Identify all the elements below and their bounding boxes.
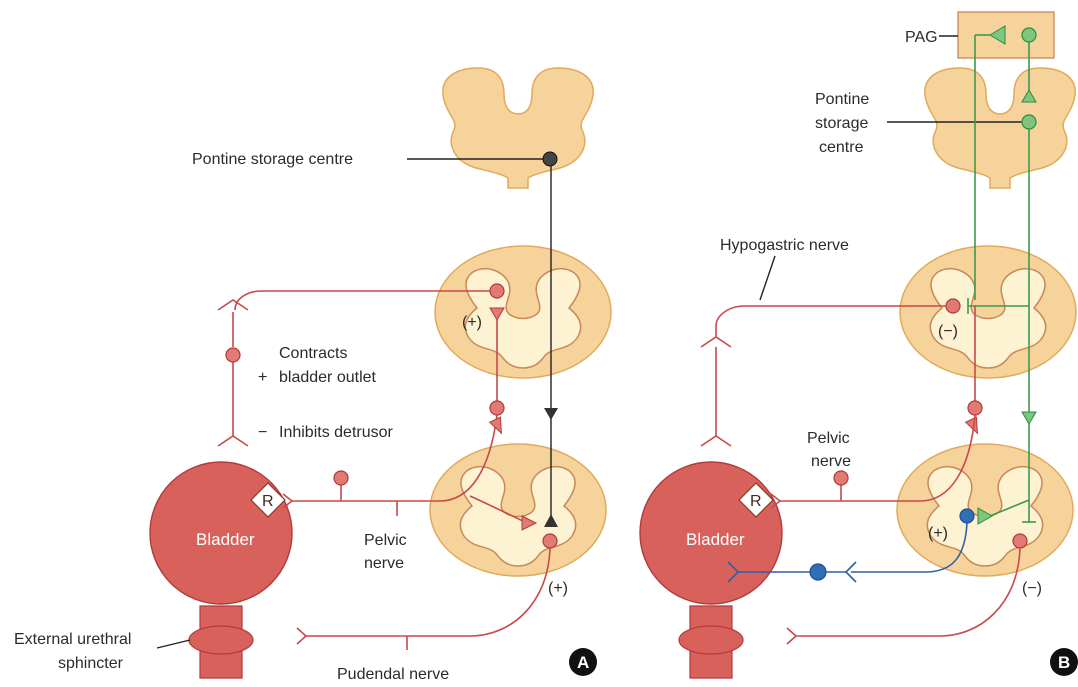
pontine-label2-b: storage (815, 115, 868, 132)
hypogastric-leader-b (760, 256, 775, 300)
receptor-label-b: R (750, 493, 762, 510)
ganglion-neuron-b (968, 401, 982, 415)
spinal-section-lower-b (897, 444, 1073, 576)
hypogastric-terminal-a (218, 300, 248, 310)
external-sphincter-b (679, 626, 743, 654)
legend-plus-text2-a: bladder outlet (279, 369, 377, 386)
sympathetic-neuron-b (946, 299, 960, 313)
spinal-section-lower-a (430, 444, 606, 576)
sympathetic-neuron-a (490, 284, 504, 298)
pontine-label3-b: centre (819, 139, 864, 156)
descending-arrow-b (1022, 412, 1036, 424)
pontine-storage-label-a: Pontine storage centre (192, 151, 353, 168)
pelvic-soma-b (834, 471, 848, 485)
descending-arrow-a (544, 408, 558, 420)
pudendal-terminal-b (787, 628, 796, 644)
hypogastric-terminal-b (701, 337, 731, 347)
pelvic-label1-b: Pelvic (807, 430, 850, 447)
pudendal-label-a: Pudendal nerve (337, 666, 449, 683)
minus-lower-b: (−) (1022, 580, 1042, 597)
pontine-neuron-a (543, 152, 557, 166)
plus-lower-a: (+) (548, 580, 568, 597)
legend-plus-sign-a: + (258, 369, 267, 386)
panel-a: Pontine storage centre (+) + Contracts b… (14, 68, 611, 683)
pelvic-label2-b: nerve (811, 453, 851, 470)
hypogastric-label-b: Hypogastric nerve (720, 237, 849, 254)
onuf-motor-neuron-a (543, 534, 557, 548)
external-sphincter-a (189, 626, 253, 654)
legend-neuron-a (226, 348, 240, 362)
pudendal-terminal-a (297, 628, 306, 644)
brainstem-a (443, 68, 593, 188)
pag-neuron (1022, 28, 1036, 42)
pelvic-synapse-upper-a (490, 417, 507, 436)
panel-a-badge-text: A (577, 653, 589, 672)
blue-afferent-neuron-b (810, 564, 826, 580)
legend-plus-text1-a: Contracts (279, 345, 347, 362)
pelvic-soma-a (334, 471, 348, 485)
pontine-neuron-b (1022, 115, 1036, 129)
minus-upper-b: (−) (938, 323, 958, 340)
interneuron-b (960, 509, 974, 523)
legend-minus-text-a: Inhibits detrusor (279, 424, 394, 441)
hypogastric-lower-terminal-b (701, 436, 731, 446)
legend-minus-sign-a: − (258, 424, 267, 441)
bladder-label-b: Bladder (686, 530, 745, 549)
panel-b: PAG Pontine storage centre Hypogastric n… (640, 12, 1078, 678)
pelvic-label2-a: nerve (364, 555, 404, 572)
spinal-section-upper-a (435, 246, 611, 378)
plus-upper-a: (+) (462, 314, 482, 331)
receptor-label-a: R (262, 493, 274, 510)
pontine-label1-b: Pontine (815, 91, 869, 108)
panel-b-badge-text: B (1058, 653, 1070, 672)
sphincter-label1-a: External urethral (14, 631, 131, 648)
pag-label: PAG (905, 29, 938, 46)
onuf-motor-neuron-b (1013, 534, 1027, 548)
sphincter-label2-a: sphincter (58, 655, 124, 672)
sphincter-leader-a (157, 640, 190, 648)
spinal-section-upper-b (900, 246, 1076, 378)
brainstem-b (925, 68, 1075, 188)
legend-terminal-a (218, 436, 248, 446)
pelvic-label1-a: Pelvic (364, 532, 407, 549)
ganglion-neuron-a (490, 401, 504, 415)
bladder-label-a: Bladder (196, 530, 255, 549)
pag-box (958, 12, 1054, 58)
plus-lower-b: (+) (928, 525, 948, 542)
